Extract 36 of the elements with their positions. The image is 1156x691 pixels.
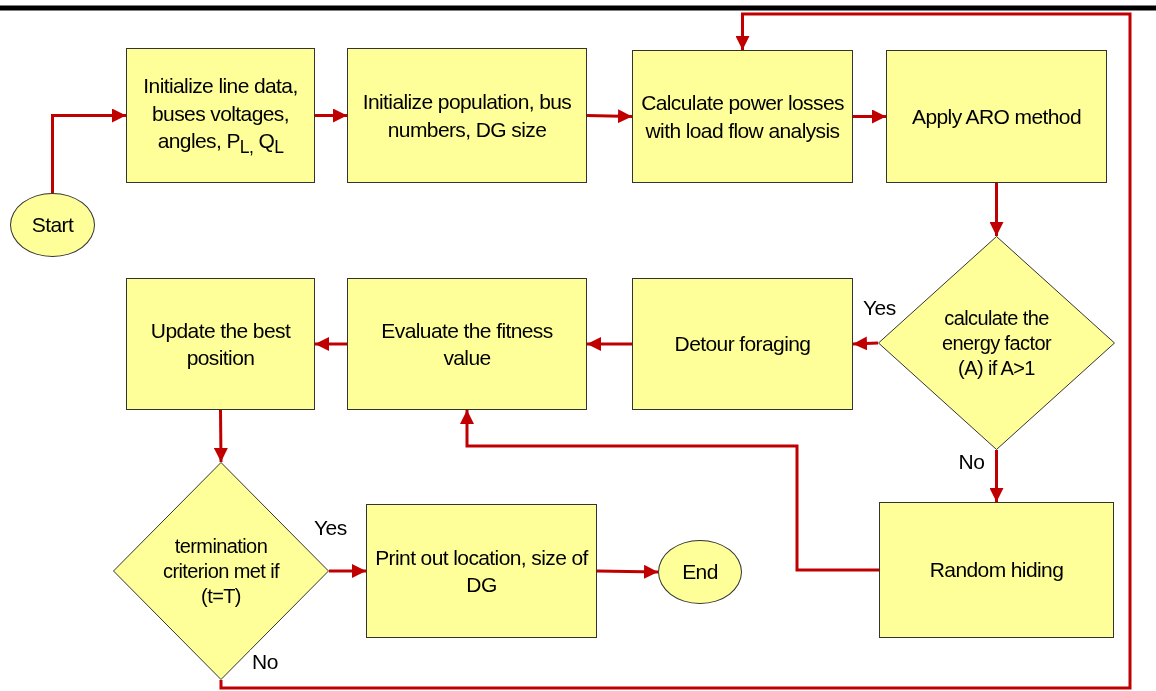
step-label: calculate the energy factor (A) if A>1 (941, 305, 1053, 381)
process-box (347, 278, 587, 410)
step-label: Print out location, size of DG (374, 544, 590, 598)
process-box (126, 278, 315, 410)
process-box (126, 48, 315, 183)
process-box (632, 50, 853, 183)
step-label: Update the best position (149, 317, 292, 371)
step-label: Detour foraging (674, 331, 811, 358)
arrow (213, 410, 228, 462)
step-label: Apply ARO method (912, 103, 1081, 130)
arrow (852, 336, 879, 351)
step-label: termination criterion met if (t=T) (162, 533, 281, 609)
arrow (989, 450, 1004, 502)
arrow (587, 337, 632, 351)
arrow (989, 183, 1004, 236)
arrow (329, 564, 366, 578)
process-box (879, 502, 1114, 638)
step-label: Calculate power losses with load flow analysis (640, 90, 845, 144)
process-box (366, 504, 597, 638)
step-label: Evaluate the fitness value (380, 317, 554, 371)
arrow (586, 109, 633, 124)
arrow (596, 564, 659, 579)
arrow (315, 337, 347, 351)
arrow (853, 109, 886, 124)
step-label: Random hiding (929, 557, 1064, 584)
process-box (347, 48, 587, 183)
process-box (886, 50, 1107, 183)
terminal-label: End (682, 559, 718, 586)
process-box (632, 278, 853, 410)
step-label: Initialize line data, buses voltages, angles, P$_{L,}$ Q$_{L}$ (142, 73, 299, 159)
step-label: Initialize population, bus numbers, DG size (361, 89, 573, 143)
arrow (460, 410, 879, 572)
arrow (51, 108, 126, 193)
terminal-label: Start (31, 212, 74, 239)
arrow (219, 12, 1132, 690)
arrow (315, 108, 347, 123)
